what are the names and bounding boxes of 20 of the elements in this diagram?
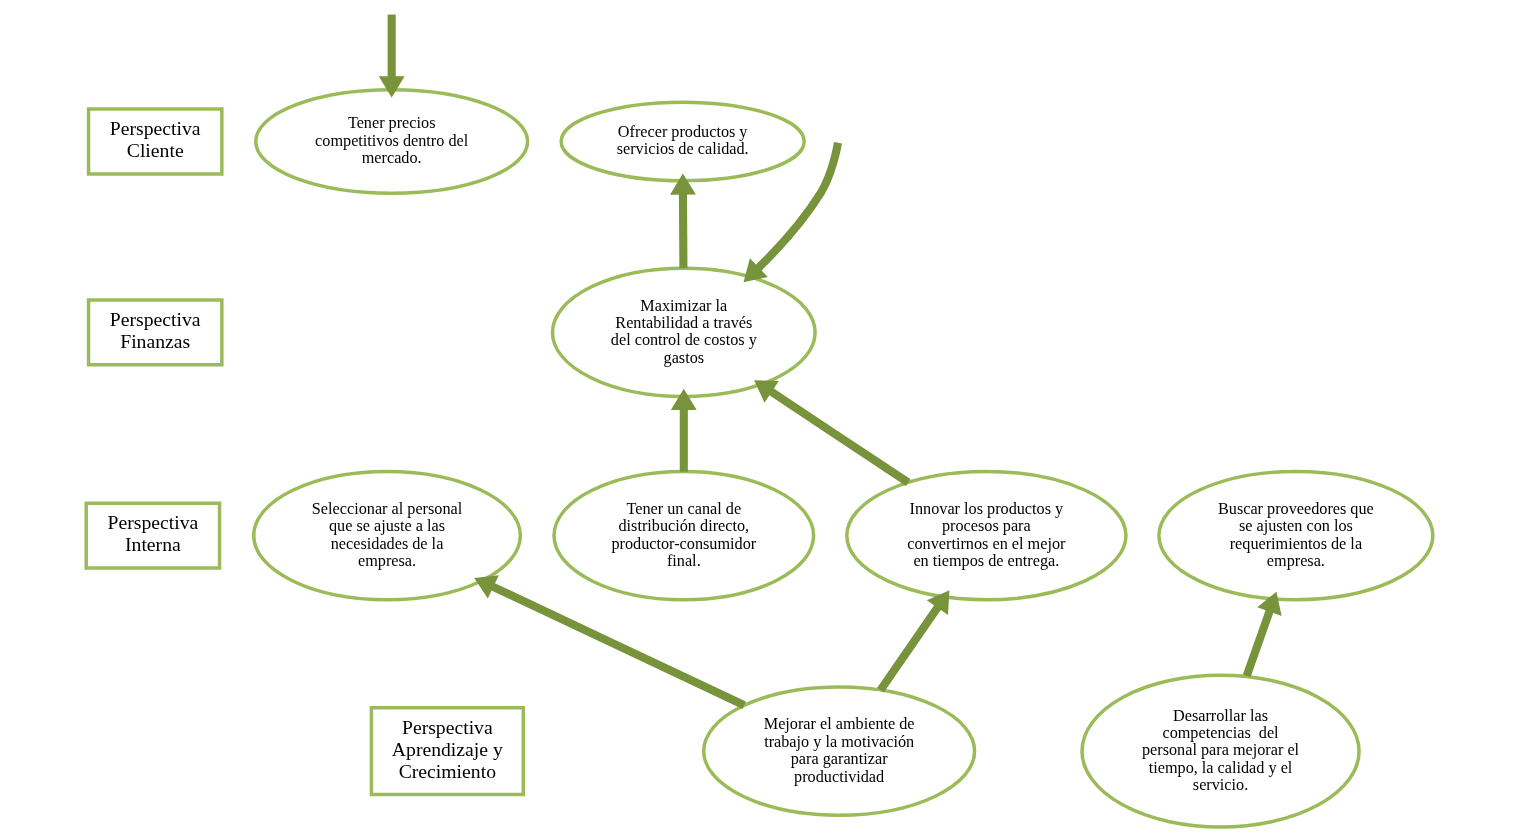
node-box: Perspectiva Interna xyxy=(84,500,221,570)
arrow xyxy=(743,141,842,282)
node-ellipse: Desarrollar las competencias del personal para mejorar el tiempo, la calidad y el servicio. xyxy=(1079,672,1361,829)
arrow xyxy=(473,574,746,709)
node-box: Perspectiva Cliente xyxy=(86,106,224,176)
node-box: Perspectiva Aprendizaje y Crecimiento xyxy=(369,705,525,796)
node-ellipse: Maximizar la Rentabilidad a través del control de costos y gastos xyxy=(550,266,817,398)
arrow xyxy=(876,589,949,692)
arrow xyxy=(669,172,696,268)
arrow xyxy=(1242,591,1282,677)
node-ellipse: Buscar proveedores que se ajusten con los requerimientos de la empresa. xyxy=(1156,469,1435,601)
node-ellipse: Tener un canal de distribución directo, productor-consumidor final. xyxy=(551,469,815,601)
node-ellipse: Ofrecer productos y servicios de calidad. xyxy=(558,99,806,182)
arrow xyxy=(378,14,405,97)
node-ellipse: Innovar los productos y procesos para convertirnos en el mejor en tiempos de entrega. xyxy=(844,469,1128,601)
arrow xyxy=(670,388,697,472)
node-ellipse: Tener precios competitivos dentro del mercado. xyxy=(253,87,529,195)
node-ellipse: Mejorar el ambiente de trabajo y la motivación para garantizar productividad xyxy=(701,684,976,817)
node-box: Perspectiva Finanzas xyxy=(86,297,224,367)
arrow xyxy=(753,379,910,486)
